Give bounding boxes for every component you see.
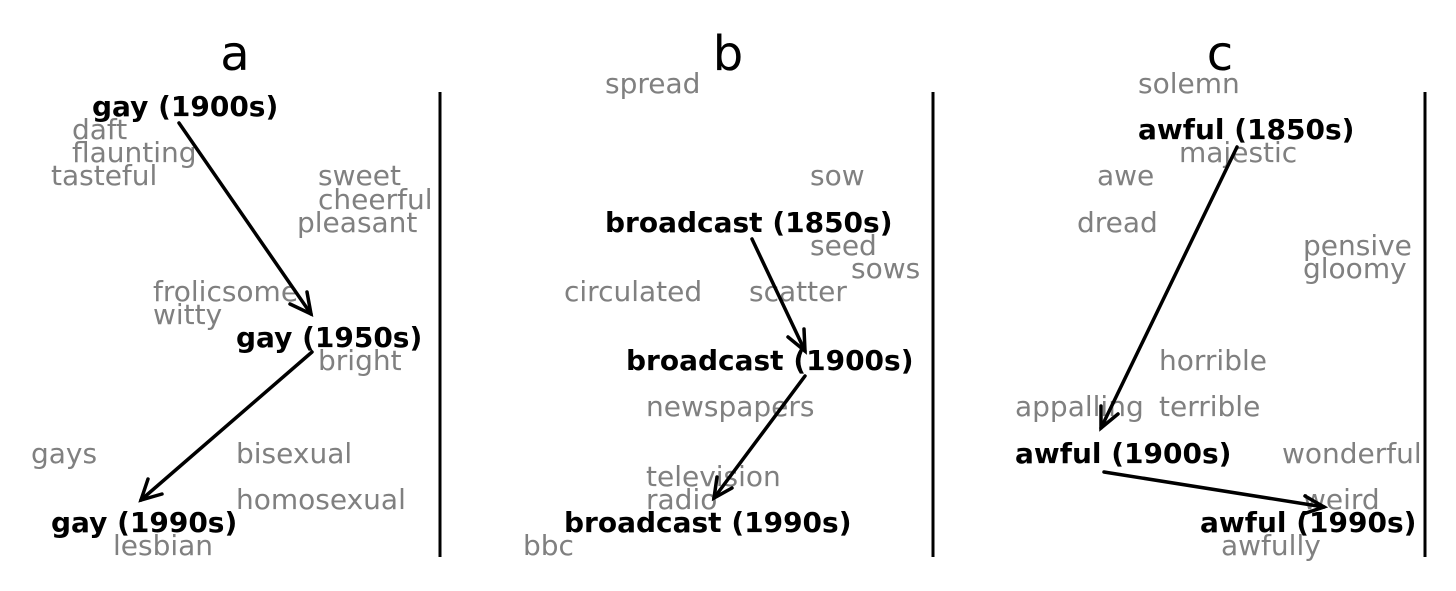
panel-c: solemn majestic awe dread pensive gloomy… (1015, 67, 1422, 562)
neighbor-word: circulated (564, 275, 702, 308)
panel-label-a: a (220, 26, 249, 82)
neighbor-word: horrible (1159, 344, 1267, 377)
neighbor-word: lesbian (113, 529, 213, 562)
arrow-awful-1850-1900 (1099, 145, 1239, 432)
neighbor-word: terrible (1159, 390, 1260, 423)
neighbor-word: tasteful (51, 159, 157, 192)
neighbor-word: daft (72, 113, 127, 146)
focus-word-gay-1950s: gay (1950s) (236, 321, 422, 354)
neighbor-word: majestic (1179, 136, 1297, 169)
panel-a: daft flaunting tasteful sweet cheerful p… (31, 90, 433, 562)
focus-word-broadcast-1900s: broadcast (1900s) (626, 344, 914, 377)
neighbor-word: bright (318, 344, 402, 377)
neighbor-word: appalling (1015, 390, 1144, 423)
arrow-gay-1950-1990 (138, 350, 314, 503)
focus-word-awful-1900s: awful (1900s) (1015, 437, 1231, 470)
neighbor-word: gloomy (1303, 252, 1407, 285)
neighbor-word: spread (605, 67, 700, 100)
neighbor-word: frolicsome (153, 275, 298, 308)
neighbor-word: scatter (749, 275, 847, 308)
neighbor-word: sows (851, 252, 920, 285)
neighbor-word: pensive (1303, 229, 1412, 262)
neighbor-word: flaunting (72, 136, 197, 169)
neighbor-word: seed (810, 229, 877, 262)
arrow-gay-1900-1950 (177, 121, 314, 318)
panel-label-b: b (713, 26, 743, 82)
arrow-broadcast-1850-1900 (750, 237, 807, 355)
neighbor-word: witty (153, 298, 222, 331)
focus-word-broadcast-1850s: broadcast (1850s) (605, 206, 893, 239)
arrow-broadcast-1900-1990 (711, 374, 807, 502)
focus-word-awful-1850s: awful (1850s) (1138, 113, 1354, 146)
neighbor-word: dread (1077, 206, 1158, 239)
panel-label-c: c (1207, 26, 1233, 82)
neighbor-word: gays (31, 437, 97, 470)
focus-word-gay-1900s: gay (1900s) (92, 90, 278, 123)
neighbor-word: bbc (523, 529, 574, 562)
neighbor-word: wonderful (1282, 437, 1422, 470)
neighbor-word: bisexual (236, 437, 352, 470)
neighbor-word: television (646, 460, 781, 493)
focus-word-gay-1990s: gay (1990s) (51, 506, 237, 539)
focus-word-broadcast-1990s: broadcast (1990s) (564, 506, 852, 539)
neighbor-word: homosexual (236, 483, 406, 516)
neighbor-word: solemn (1138, 67, 1240, 100)
neighbor-word: sow (810, 159, 865, 192)
arrow-awful-1900-1990 (1102, 470, 1329, 516)
neighbor-word: newspapers (646, 390, 815, 423)
panel-b: spread sow seed sows circulated scatter … (523, 67, 920, 562)
neighbor-word: cheerful (318, 183, 433, 216)
neighbor-word: awfully (1221, 529, 1321, 562)
neighbor-word: awe (1097, 159, 1154, 192)
neighbor-word: radio (646, 483, 717, 516)
neighbor-word: sweet (318, 159, 401, 192)
neighbor-word: pleasant (297, 206, 417, 239)
